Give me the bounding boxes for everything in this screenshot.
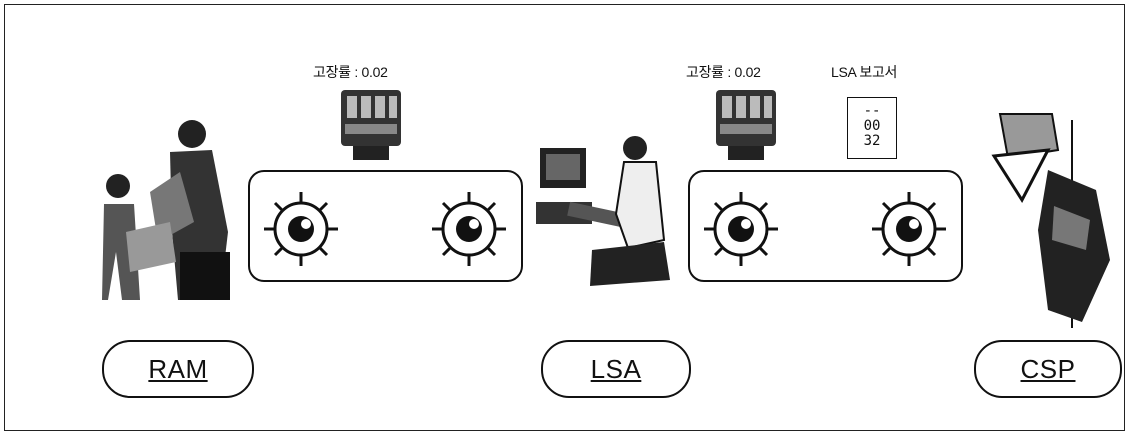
gear-icon (428, 188, 510, 270)
gear-icon (260, 188, 342, 270)
gear-icon (868, 188, 950, 270)
failure-rate-label: 고장률 : 0.02 (313, 62, 388, 82)
csp-button[interactable]: CSP (974, 340, 1122, 398)
ram-button[interactable]: RAM (102, 340, 254, 398)
report-document: -- 00 32 (847, 97, 897, 159)
lsa-button[interactable]: LSA (541, 340, 691, 398)
ram-button-label: RAM (148, 354, 207, 385)
computer-operator-image (532, 130, 672, 290)
engine-icon (335, 82, 407, 162)
failure-rate-label: 고장률 : 0.02 (686, 62, 761, 82)
process-panel-2 (688, 170, 963, 282)
maintenance-image (978, 110, 1118, 330)
csp-button-label: CSP (1021, 354, 1076, 385)
gear-icon (700, 188, 782, 270)
technicians-image (100, 112, 238, 300)
report-document-line: 32 (848, 134, 896, 149)
report-document-line: 00 (848, 119, 896, 134)
report-label: LSA 보고서 (831, 62, 897, 82)
engine-icon (710, 82, 782, 162)
process-panel-1 (248, 170, 523, 282)
lsa-button-label: LSA (591, 354, 642, 385)
report-document-line: -- (848, 104, 896, 119)
